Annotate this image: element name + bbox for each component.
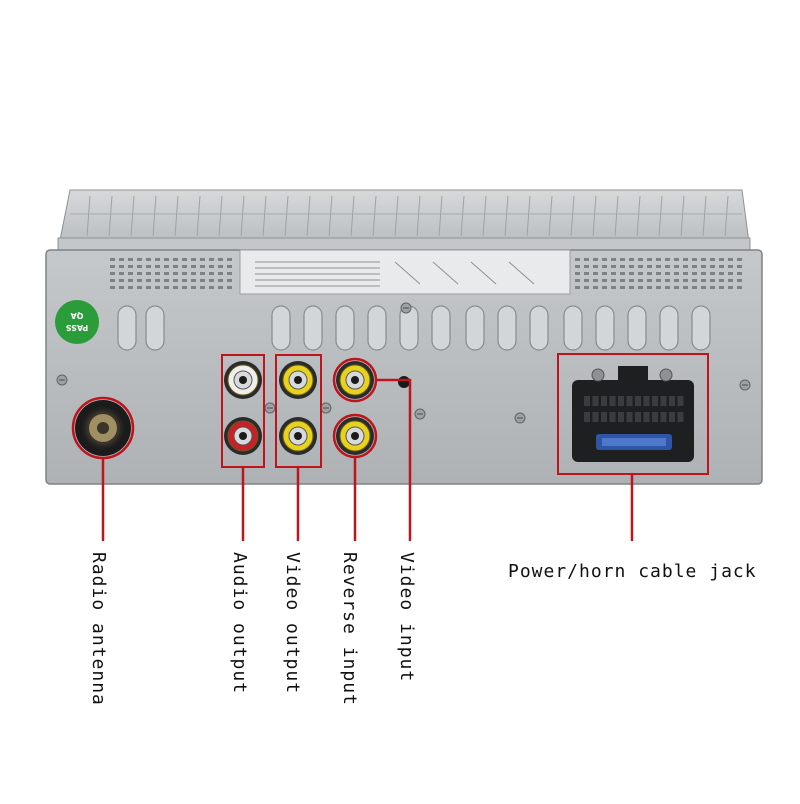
callout-lines — [71, 353, 709, 542]
qa-pass-badge: PASS QA — [55, 300, 99, 344]
label-reverse-input: Reverse input — [339, 552, 360, 706]
rca-jack — [224, 417, 262, 455]
power-connector — [572, 366, 694, 462]
badge-text: PASS — [66, 323, 89, 332]
rca-jack — [279, 361, 317, 399]
top-chassis — [57, 189, 751, 253]
radio-antenna-jack — [75, 400, 131, 456]
rca-jack — [336, 361, 374, 399]
label-video-input: Video input — [396, 552, 417, 683]
rca-jacks — [224, 361, 374, 455]
label-audio-output: Audio output — [229, 552, 250, 695]
rca-jack — [336, 417, 374, 455]
badge-text-2: QA — [70, 311, 84, 320]
label-power-horn-jack: Power/horn cable jack — [508, 561, 757, 582]
rca-jack — [279, 417, 317, 455]
rca-jack — [224, 361, 262, 399]
label-video-output: Video output — [282, 552, 303, 695]
spec-sticker — [239, 249, 571, 295]
video-input-port — [398, 376, 410, 388]
label-radio-antenna: Radio antenna — [88, 552, 109, 706]
